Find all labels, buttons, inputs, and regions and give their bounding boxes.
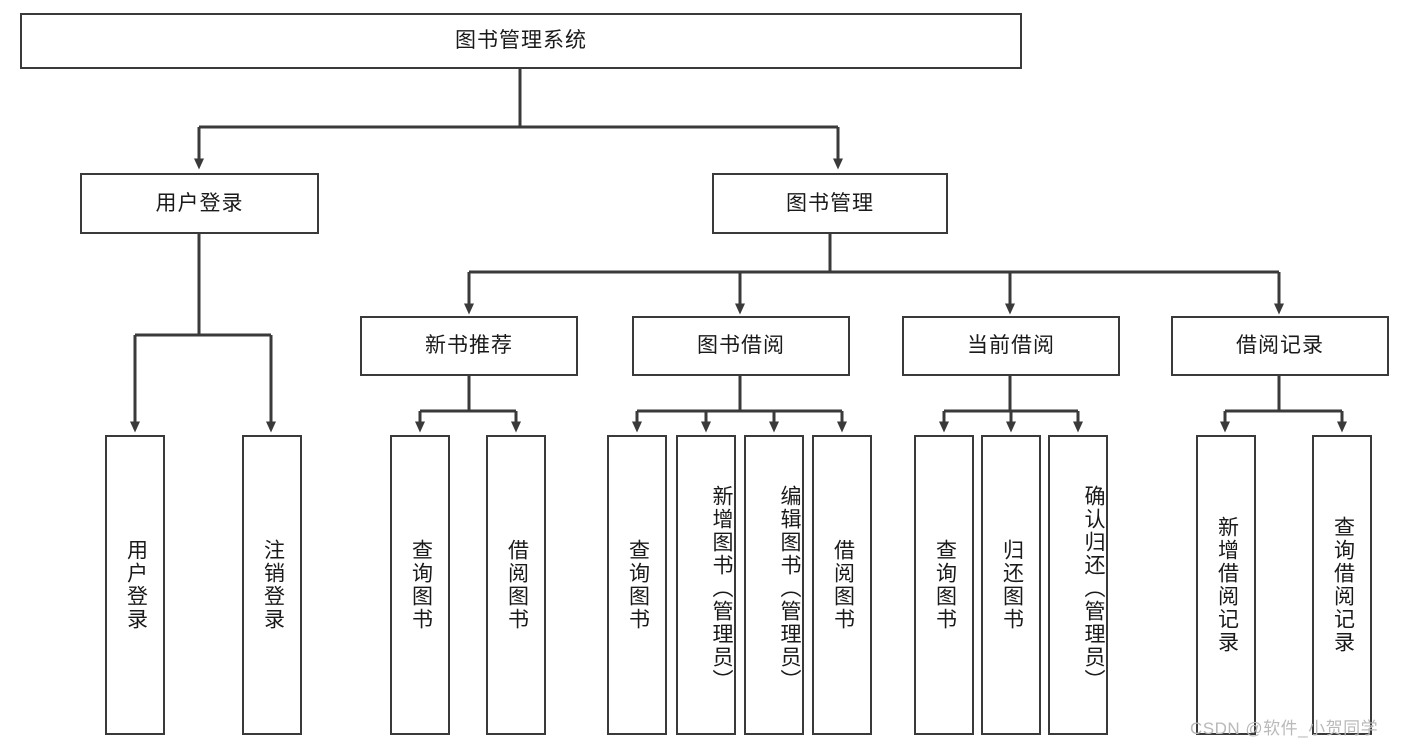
node-new-book-recommend[interactable]: 新书推荐 [360,316,578,376]
node-label: 注销登录 [261,539,285,631]
node-current-borrow[interactable]: 当前借阅 [902,316,1120,376]
node-leaf-query-book-recommend[interactable]: 查询图书 [390,435,450,735]
node-leaf-user-login[interactable]: 用户登录 [105,435,165,735]
node-label: 图书借阅 [697,334,785,358]
node-label: 新增借阅记录 [1215,516,1239,654]
node-leaf-borrow-book[interactable]: 借阅图书 [812,435,872,735]
node-leaf-query-book-current[interactable]: 查询图书 [914,435,974,735]
node-label: 用户登录 [124,539,148,631]
node-leaf-edit-book-admin[interactable]: 编辑图书（管理员） [744,435,804,735]
csdn-watermark: CSDN @软件_小贺同学 [1190,719,1379,738]
node-label: 用户登录 [155,191,244,215]
node-user-login[interactable]: 用户登录 [80,173,319,234]
node-label: 新增图书（管理员） [710,484,733,692]
node-label: 编辑图书（管理员） [778,484,801,692]
node-leaf-logout[interactable]: 注销登录 [242,435,302,735]
node-label: 当前借阅 [967,334,1055,358]
node-leaf-query-borrow-record[interactable]: 查询借阅记录 [1312,435,1372,735]
node-leaf-borrow-book-recommend[interactable]: 借阅图书 [486,435,546,735]
node-label: 借阅图书 [831,539,855,631]
node-leaf-return-book[interactable]: 归还图书 [981,435,1041,735]
node-label: 确认归还（管理员） [1082,484,1105,692]
node-label: 图书管理 [786,191,874,215]
node-label: 归还图书 [1000,539,1024,631]
node-label: 查询借阅记录 [1331,516,1355,654]
node-leaf-add-book-admin[interactable]: 新增图书（管理员） [676,435,736,735]
node-leaf-add-borrow-record[interactable]: 新增借阅记录 [1196,435,1256,735]
node-leaf-confirm-return-admin[interactable]: 确认归还（管理员） [1048,435,1108,735]
node-label: 查询图书 [409,539,433,631]
node-book-management[interactable]: 图书管理 [712,173,948,234]
node-label: 借阅记录 [1236,334,1324,358]
node-label: 图书管理系统 [455,29,587,53]
node-label: 查询图书 [933,539,957,631]
node-label: 查询图书 [626,539,650,631]
node-label: 借阅图书 [505,539,529,631]
node-book-borrow[interactable]: 图书借阅 [632,316,850,376]
node-root-book-management-system[interactable]: 图书管理系统 [20,13,1022,69]
node-label: 新书推荐 [425,334,513,358]
node-borrow-record[interactable]: 借阅记录 [1171,316,1389,376]
node-leaf-query-book-borrow[interactable]: 查询图书 [607,435,667,735]
